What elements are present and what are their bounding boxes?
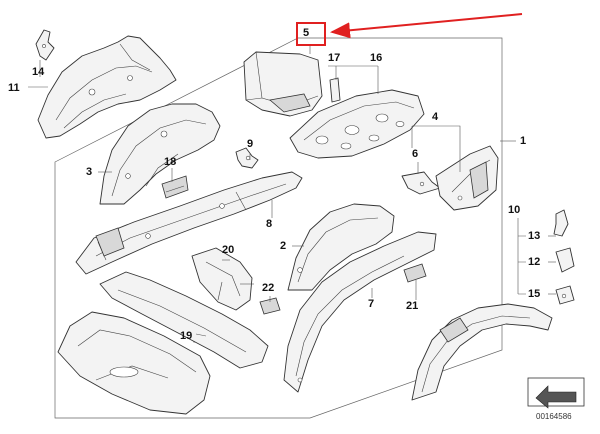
part-5-storage-well — [243, 51, 323, 117]
part-4-bracket-assembly — [435, 145, 499, 211]
part-14-bracket — [35, 29, 55, 61]
part-10-wheelhouse-liner — [411, 303, 553, 401]
part-11-wheel-housing-panel — [37, 35, 177, 139]
callout-4: 4 — [432, 111, 439, 123]
callout-21: 21 — [406, 300, 419, 312]
callout-12: 12 — [528, 256, 541, 268]
part-16-rear-floor-panel — [289, 89, 425, 159]
callout-20: 20 — [222, 244, 235, 256]
callout-6: 6 — [412, 148, 419, 160]
highlight-arrow — [330, 13, 523, 39]
part-9-clip — [235, 147, 259, 169]
callout-17: 17 — [328, 52, 341, 64]
callout-16: 16 — [370, 52, 383, 64]
part-20-bracket-panel — [191, 247, 253, 311]
callout-15: 15 — [528, 288, 541, 300]
part-13-clip — [553, 209, 569, 237]
part-8-side-member — [75, 171, 303, 275]
callout-2: 2 — [280, 240, 287, 252]
callout-11: 11 — [8, 82, 20, 94]
part-18-bracket — [161, 175, 189, 199]
part-2-inner-wheel-arch — [287, 203, 395, 291]
part-front-floor-panel — [57, 311, 211, 415]
callout-5: 5 — [303, 27, 310, 39]
callout-10: 10 — [508, 204, 521, 216]
callout-7: 7 — [368, 298, 375, 310]
part-7-longitudinal-rail — [283, 231, 437, 393]
part-3-inner-wheel-arch — [99, 103, 221, 205]
part-15-clip — [555, 285, 575, 305]
part-6-bracket — [401, 171, 441, 195]
callout-22: 22 — [262, 282, 275, 294]
part-17-stud — [329, 77, 341, 103]
callout-18: 18 — [164, 156, 177, 168]
diagram-code: 00164586 — [536, 412, 572, 421]
callout-13: 13 — [528, 230, 541, 242]
callout-19: 19 — [180, 330, 193, 342]
part-12-clip — [555, 247, 575, 273]
part-22-connector — [259, 297, 281, 315]
callout-1: 1 — [520, 135, 527, 147]
leader-lines — [28, 44, 556, 337]
callout-14: 14 — [32, 66, 45, 78]
callout-3: 3 — [86, 166, 93, 178]
callout-9: 9 — [247, 138, 254, 150]
direction-arrow-icon — [527, 377, 585, 409]
assembly-frame — [54, 37, 503, 419]
part-21-bracket — [403, 263, 427, 283]
part-floor-cross-member — [99, 271, 269, 369]
highlight-box — [296, 22, 326, 46]
callout-8: 8 — [266, 218, 273, 230]
